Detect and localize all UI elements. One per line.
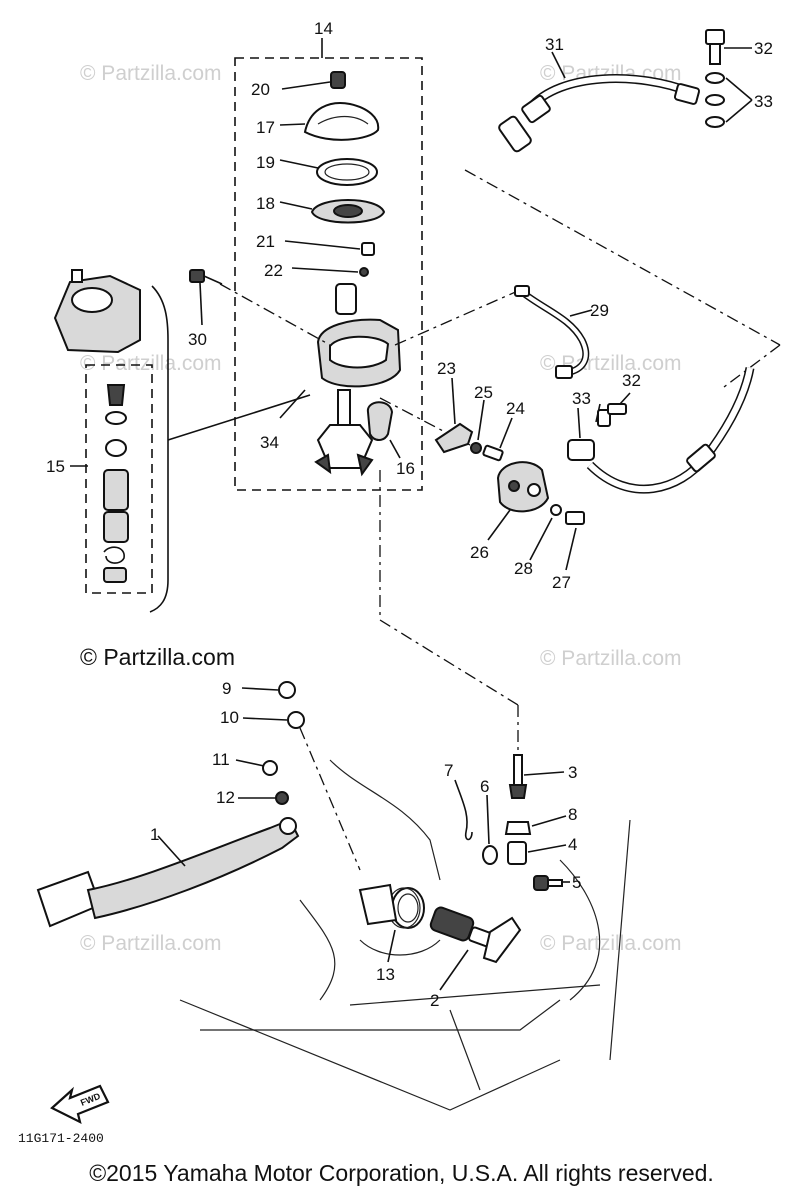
callout-10: 10 xyxy=(220,708,239,727)
callout-25: 25 xyxy=(474,383,493,402)
watermark-lower-right: © Partzilla.com xyxy=(540,647,682,670)
part-15-reservoir xyxy=(53,269,141,354)
part-24-bolt xyxy=(482,417,513,462)
callout-31: 31 xyxy=(545,35,564,54)
part-31-brake-hose xyxy=(498,51,701,153)
callout-20: 20 xyxy=(251,80,270,99)
callout-3: 3 xyxy=(568,763,577,782)
part-18-diaphragm xyxy=(279,199,386,224)
callout-12: 12 xyxy=(216,788,235,807)
part-25-washer xyxy=(470,399,485,454)
callout-27: 27 xyxy=(552,573,571,592)
leader-15-to-34 xyxy=(167,394,311,441)
callout-11: 11 xyxy=(212,750,230,769)
callout-4: 4 xyxy=(568,835,577,854)
callout-16: 16 xyxy=(396,459,415,478)
callout-18: 18 xyxy=(256,194,275,213)
guide-hose-31 xyxy=(464,169,781,346)
part-28-washer xyxy=(529,504,562,561)
part-9-bolt xyxy=(241,681,296,699)
fwd-arrow-icon: FWD xyxy=(50,1084,110,1125)
part-27-bolt xyxy=(565,511,585,571)
callout-30: 30 xyxy=(188,330,207,349)
callout-17: 17 xyxy=(256,118,275,137)
part-10-washer xyxy=(242,711,305,729)
part-2-brake-shaft xyxy=(429,906,522,991)
part-8-nut xyxy=(504,815,567,835)
watermark-bottom-left: © Partzilla.com xyxy=(80,932,222,955)
part-1-brake-pedal xyxy=(36,817,300,928)
callout-24: 24 xyxy=(506,399,525,418)
watermark-top-left: © Partzilla.com xyxy=(80,62,222,85)
part-3-pushrod xyxy=(508,754,565,799)
guide-rod-diag xyxy=(379,619,519,706)
callout-6: 6 xyxy=(480,777,489,796)
part-32-union-bolt-top xyxy=(705,29,752,65)
callout-2: 2 xyxy=(430,991,439,1010)
copyright-notice: ©2015 Yamaha Motor Corporation, U.S.A. A… xyxy=(89,1160,714,1186)
part-33-washers-top xyxy=(705,72,753,128)
part-17-cap xyxy=(279,102,380,141)
part-20-nut xyxy=(281,71,346,90)
part-29-brake-line xyxy=(514,285,593,379)
assembly-15-box xyxy=(85,364,153,594)
bracket-15 xyxy=(149,285,169,613)
guide-hose-29 xyxy=(394,289,521,346)
guide-bolt-30 xyxy=(219,283,331,346)
part-15-kit-stack xyxy=(70,384,129,583)
callout-23: 23 xyxy=(437,359,456,378)
callout-21: 21 xyxy=(256,232,275,251)
callout-34: 34 xyxy=(260,433,279,452)
part-11-spring-hook xyxy=(235,759,278,776)
callout-15: 15 xyxy=(46,457,65,476)
callout-33-right: 33 xyxy=(572,389,591,408)
part-22-clip xyxy=(291,267,369,277)
part-23-union xyxy=(434,377,474,454)
part-30-bolt xyxy=(189,269,223,326)
callout-14: 14 xyxy=(314,19,333,38)
part-21-nut xyxy=(284,240,375,256)
callout-28: 28 xyxy=(514,559,533,578)
callout-9: 9 xyxy=(222,679,231,698)
callout-19: 19 xyxy=(256,153,275,172)
part-4-clevis xyxy=(507,841,567,865)
watermark-bottom-right: © Partzilla.com xyxy=(540,932,682,955)
part-34-master-cylinder xyxy=(279,283,402,477)
part-13-return-spring xyxy=(358,883,425,963)
watermark-dark: © Partzilla.com xyxy=(80,644,235,670)
diagram-code: 11G171-2400 xyxy=(18,1131,104,1146)
assembly-14-box xyxy=(234,57,423,491)
guide-bolt-10 xyxy=(299,727,361,871)
part-6-washer xyxy=(482,794,498,865)
part-5-pin xyxy=(533,875,570,891)
callout-7: 7 xyxy=(444,761,453,780)
part-16-boot xyxy=(366,401,401,459)
callout-33-top: 33 xyxy=(754,92,773,111)
callout-22: 22 xyxy=(264,261,283,280)
callout-5: 5 xyxy=(572,873,581,892)
callout-13: 13 xyxy=(376,965,395,984)
callout-8: 8 xyxy=(568,805,577,824)
callout-29: 29 xyxy=(590,301,609,320)
callout-1: 1 xyxy=(150,825,159,844)
part-19-ring xyxy=(279,158,378,186)
frame-outline xyxy=(179,759,631,1111)
callout-32-right: 32 xyxy=(622,371,641,390)
part-7-cotter-pin xyxy=(454,779,473,841)
part-hose-right xyxy=(567,367,755,494)
watermark-mid-left: © Partzilla.com xyxy=(80,352,222,375)
part-26-joint xyxy=(487,461,550,541)
callout-26: 26 xyxy=(470,543,489,562)
part-12-nut xyxy=(238,791,289,805)
callout-32-top: 32 xyxy=(754,39,773,58)
